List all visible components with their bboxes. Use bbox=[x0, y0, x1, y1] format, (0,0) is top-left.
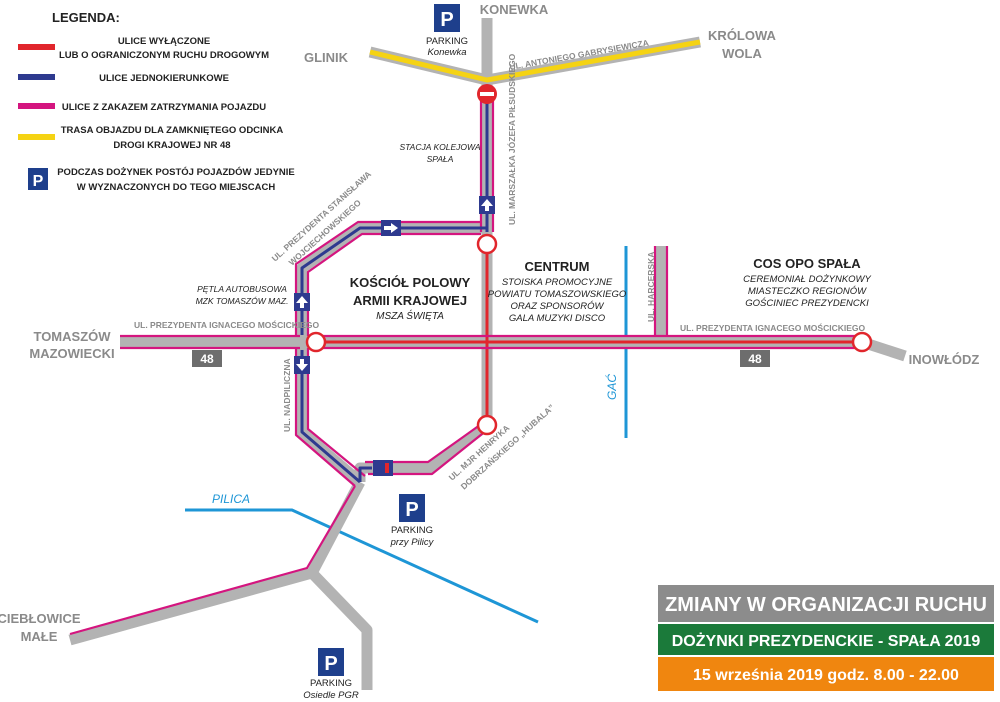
banner-date-bg bbox=[658, 657, 994, 691]
river-pilica bbox=[185, 508, 539, 624]
one-way-signs bbox=[294, 196, 495, 476]
parking-title: PARKING bbox=[391, 525, 433, 536]
parking-subtitle: przy Pilicy bbox=[390, 537, 435, 548]
bus-loop-label-2: MZK TOMASZÓW MAZ. bbox=[196, 296, 289, 306]
road-nadpiliczna bbox=[296, 342, 364, 487]
legend-item-1-line2: LUB O OGRANICZONYM RUCHU DROGOWYM bbox=[59, 50, 269, 61]
one-way-arrow-icon bbox=[294, 356, 310, 374]
one-way-arrow-icon bbox=[381, 220, 401, 236]
legend-item-4-line2: DROGI KRAJOWEJ NR 48 bbox=[113, 140, 230, 151]
svg-text:P: P bbox=[324, 653, 337, 675]
legend-item-3-line1: ULICE Z ZAKAZEM ZATRZYMANIA POJAZDU bbox=[62, 102, 266, 113]
closure-marker bbox=[851, 331, 873, 353]
place-konewka: KONEWKA bbox=[480, 2, 549, 17]
cos-line-1: CEREMONIAŁ DOŻYNKOWY bbox=[743, 274, 871, 285]
street-pilsudskiego: UL. MARSZAŁKA JÓZEFA PIŁSUDSKIEGO bbox=[506, 53, 517, 225]
station-label-2: SPAŁA bbox=[427, 154, 454, 164]
street-moscickiego-west: UL. PREZYDENTA IGNACEGO MOŚCICKIEGO bbox=[134, 319, 320, 330]
detour-route bbox=[368, 36, 701, 86]
parking-title: PARKING bbox=[310, 678, 352, 689]
place-glinik: GLINIK bbox=[304, 50, 349, 65]
title-banners: ZMIANY W ORGANIZACJI RUCHU DOŻYNKI PREZY… bbox=[658, 585, 994, 691]
church-title: KOŚCIÓŁ POLOWY bbox=[350, 275, 471, 290]
place-names: KONEWKA GLINIK KRÓLOWA WOLA TOMASZÓW MAZ… bbox=[0, 2, 979, 644]
banner-date: 15 września 2019 godz. 8.00 - 22.00 bbox=[693, 667, 959, 684]
river-gac-label: GAĆ bbox=[604, 374, 619, 400]
parking-konewka: P PARKING Konewka bbox=[426, 4, 468, 58]
church-subtitle: MSZA ŚWIĘTA bbox=[376, 309, 444, 322]
legend-item-5-line1: PODCZAS DOŻYNEK POSTÓJ POJAZDÓW JEDYNIE bbox=[57, 166, 295, 178]
banner-event-bg bbox=[658, 624, 994, 655]
place-ciebłowice: CIEBŁOWICE bbox=[0, 611, 81, 626]
no-entry-icon bbox=[477, 84, 497, 104]
closure-marker bbox=[305, 331, 327, 353]
legend-title: LEGENDA: bbox=[52, 10, 120, 25]
road-number-badge: 48 bbox=[192, 350, 222, 367]
centrum-line-3: ORAZ SPONSORÓW bbox=[511, 301, 605, 312]
parking-icon: P bbox=[28, 168, 48, 190]
place-tomaszow-2: MAZOWIECKI bbox=[29, 346, 114, 361]
parking-icon: P bbox=[318, 648, 344, 676]
place-krolowa-wola: KRÓLOWA bbox=[708, 28, 776, 43]
street-nadpiliczna: UL. NADPILICZNA bbox=[282, 358, 292, 432]
parking-subtitle: Konewka bbox=[427, 47, 466, 58]
road-number-label: 48 bbox=[200, 352, 214, 366]
legend-item-1-line1: ULICE WYŁĄCZONE bbox=[118, 36, 210, 47]
church-title-2: ARMII KRAJOWEJ bbox=[353, 293, 467, 308]
street-harcerska: UL. HARCERSKA bbox=[646, 252, 656, 322]
svg-text:P: P bbox=[405, 499, 418, 521]
place-inowlodz: INOWŁÓDZ bbox=[909, 352, 980, 367]
parking-icon: P bbox=[399, 494, 425, 522]
svg-text:P: P bbox=[440, 9, 453, 31]
annotations: STACJA KOLEJOWA SPAŁA PĘTLA AUTOBUSOWA M… bbox=[196, 142, 872, 324]
street-moscickiego-east: UL. PREZYDENTA IGNACEGO MOŚCICKIEGO bbox=[680, 322, 866, 333]
closure-marker bbox=[476, 233, 498, 255]
banner-title: ZMIANY W ORGANIZACJI RUCHU bbox=[665, 594, 987, 616]
banner-title-bg bbox=[658, 585, 994, 622]
legend-item-2-line1: ULICE JEDNOKIERUNKOWE bbox=[99, 73, 229, 84]
river-pilica-label: PILICA bbox=[212, 492, 250, 506]
parking-pilica: P PARKING przy Pilicy bbox=[390, 494, 435, 548]
road-number-label: 48 bbox=[748, 352, 762, 366]
cos-line-3: GOŚCINIEC PREZYDENCKI bbox=[745, 297, 869, 309]
road-closure-markers bbox=[305, 233, 873, 436]
station-label: STACJA KOLEJOWA bbox=[399, 142, 480, 152]
one-way-roads bbox=[300, 100, 489, 484]
one-way-arrow-icon bbox=[294, 293, 310, 311]
centrum-line-1: STOISKA PROMOCYJNE bbox=[502, 277, 613, 288]
parking-title: PARKING bbox=[426, 36, 468, 47]
banner-event: DOŻYNKI PREZYDENCKIE - SPAŁA 2019 bbox=[672, 632, 981, 650]
place-ciebłowice-2: MAŁE bbox=[21, 629, 58, 644]
place-tomaszow: TOMASZÓW bbox=[33, 329, 111, 344]
parking-subtitle: Osiedle PGR bbox=[303, 690, 359, 701]
legend: LEGENDA: ULICE WYŁĄCZONE LUB O OGRANICZO… bbox=[18, 10, 295, 193]
closure-marker bbox=[476, 414, 498, 436]
closed-roads bbox=[316, 244, 862, 425]
road-number-badge: 48 bbox=[740, 350, 770, 367]
one-way-arrow-icon bbox=[479, 196, 495, 214]
parking-pgr: P PARKING Osiedle PGR bbox=[303, 648, 359, 701]
parking-icon: P bbox=[434, 4, 460, 32]
legend-item-5-line2: W WYZNACZONYCH DO TEGO MIEJSCACH bbox=[77, 182, 276, 193]
street-hubala-2: DOBRZAŃSKIEGO „HUBALA” bbox=[459, 402, 557, 491]
centrum-line-4: GALA MUZYKI DISCO bbox=[509, 313, 606, 324]
centrum-line-2: POWIATU TOMASZOWSKIEGO bbox=[488, 289, 627, 300]
legend-item-4-line1: TRASA OBJAZDU DLA ZAMKNIĘTEGO ODCINKA bbox=[61, 125, 284, 136]
one-way-arrow-icon bbox=[373, 460, 393, 476]
road-pgr bbox=[308, 569, 373, 690]
bus-loop-label: PĘTLA AUTOBUSOWA bbox=[197, 284, 287, 294]
cos-line-2: MIASTECZKO REGIONÓW bbox=[748, 286, 867, 297]
place-krolowa-wola-2: WOLA bbox=[722, 46, 762, 61]
cos-title: COS OPO SPAŁA bbox=[753, 256, 861, 271]
svg-text:P: P bbox=[33, 173, 44, 190]
centrum-title: CENTRUM bbox=[525, 259, 590, 274]
